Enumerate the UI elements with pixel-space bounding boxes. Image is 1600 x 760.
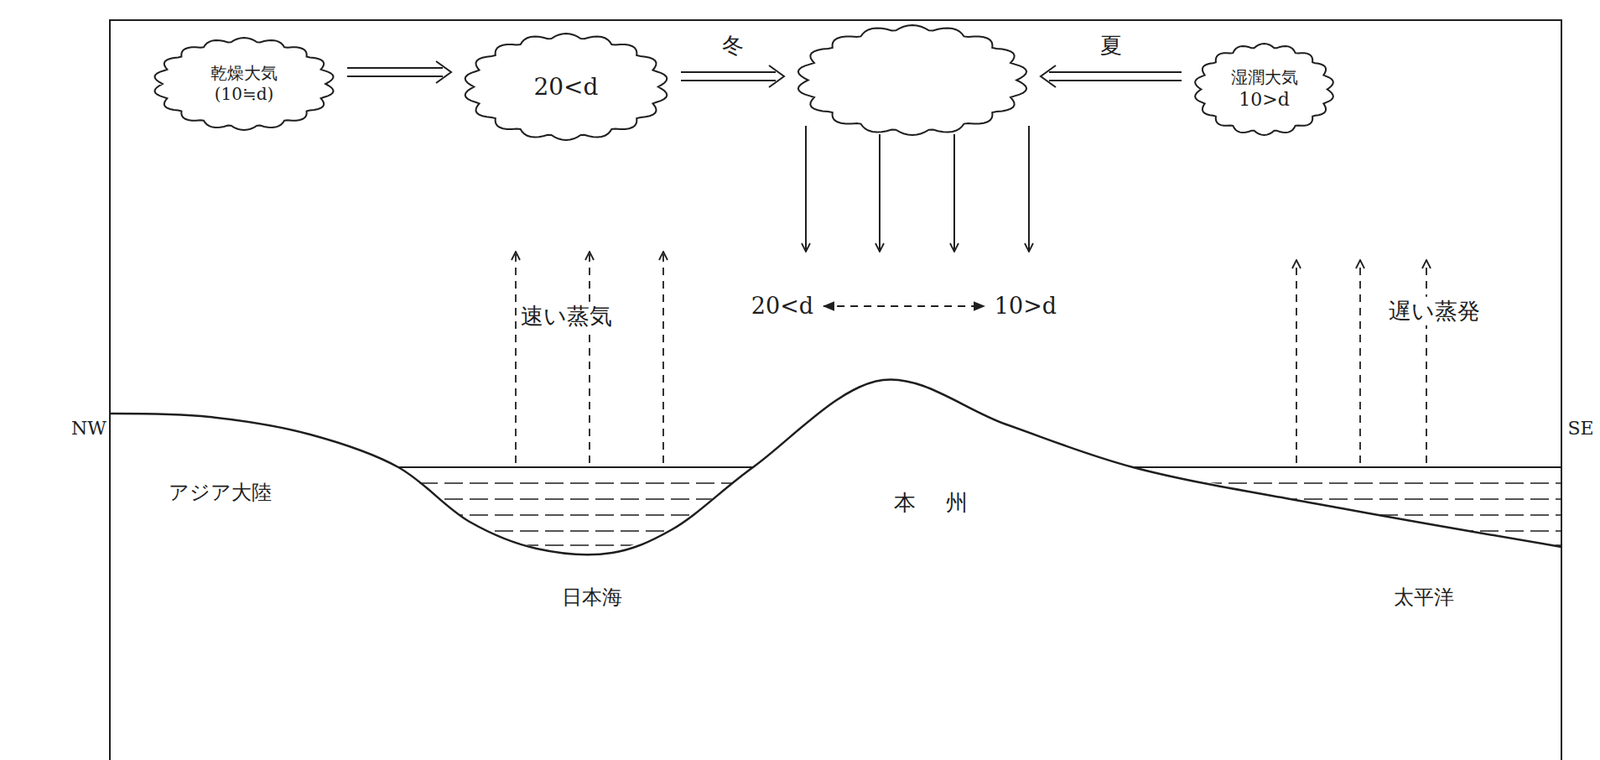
place-label: 20<d bbox=[748, 291, 817, 321]
season-label: 冬 bbox=[718, 31, 748, 60]
sea-surface bbox=[1132, 466, 1562, 468]
air-mass-cloud: 20<d bbox=[461, 31, 671, 143]
cloud-outline-path bbox=[154, 37, 333, 130]
evaporation-arrows bbox=[515, 251, 1427, 463]
cloud-outline-path bbox=[798, 25, 1027, 136]
cloud-text: 乾燥大気 bbox=[210, 62, 278, 84]
place-label: 日本海 bbox=[558, 584, 626, 611]
air-mass-cloud: 湿潤大気10>d bbox=[1191, 41, 1337, 138]
cloud-outline-path bbox=[1194, 43, 1334, 136]
place-label: 遅い蒸発 bbox=[1385, 296, 1484, 326]
place-label: 太平洋 bbox=[1390, 584, 1458, 611]
airflow-arrow bbox=[347, 61, 452, 84]
cloud-outline-path bbox=[465, 33, 668, 141]
airflow-arrow bbox=[680, 65, 785, 88]
gradient-arrow bbox=[823, 305, 985, 307]
place-label: アジア大陸 bbox=[165, 479, 276, 506]
place-label: 本州 bbox=[859, 488, 1002, 517]
sea-water bbox=[1127, 483, 1562, 546]
place-label: 10>d bbox=[991, 291, 1060, 321]
sea-surface bbox=[398, 466, 754, 468]
airflow-arrow bbox=[1040, 65, 1182, 88]
frame bbox=[109, 20, 1562, 760]
place-label: 速い蒸気 bbox=[517, 301, 616, 331]
cloud-text: 湿潤大気 bbox=[1231, 67, 1299, 89]
place-label: NW bbox=[67, 416, 110, 441]
precipitation-arrows bbox=[805, 125, 1029, 252]
place-label: SE bbox=[1563, 416, 1597, 441]
air-mass-cloud: 乾燥大気(10≒d) bbox=[150, 35, 338, 133]
air-mass-cloud bbox=[794, 22, 1031, 138]
cloud-outline bbox=[794, 22, 1031, 138]
cloud-text: 10>d bbox=[1238, 88, 1290, 112]
cloud-text: 20<d bbox=[533, 72, 598, 102]
season-label: 夏 bbox=[1096, 31, 1126, 60]
cloud-text: (10≒d) bbox=[214, 83, 275, 105]
sea-water bbox=[394, 483, 755, 546]
terrain-profile bbox=[109, 379, 1562, 555]
